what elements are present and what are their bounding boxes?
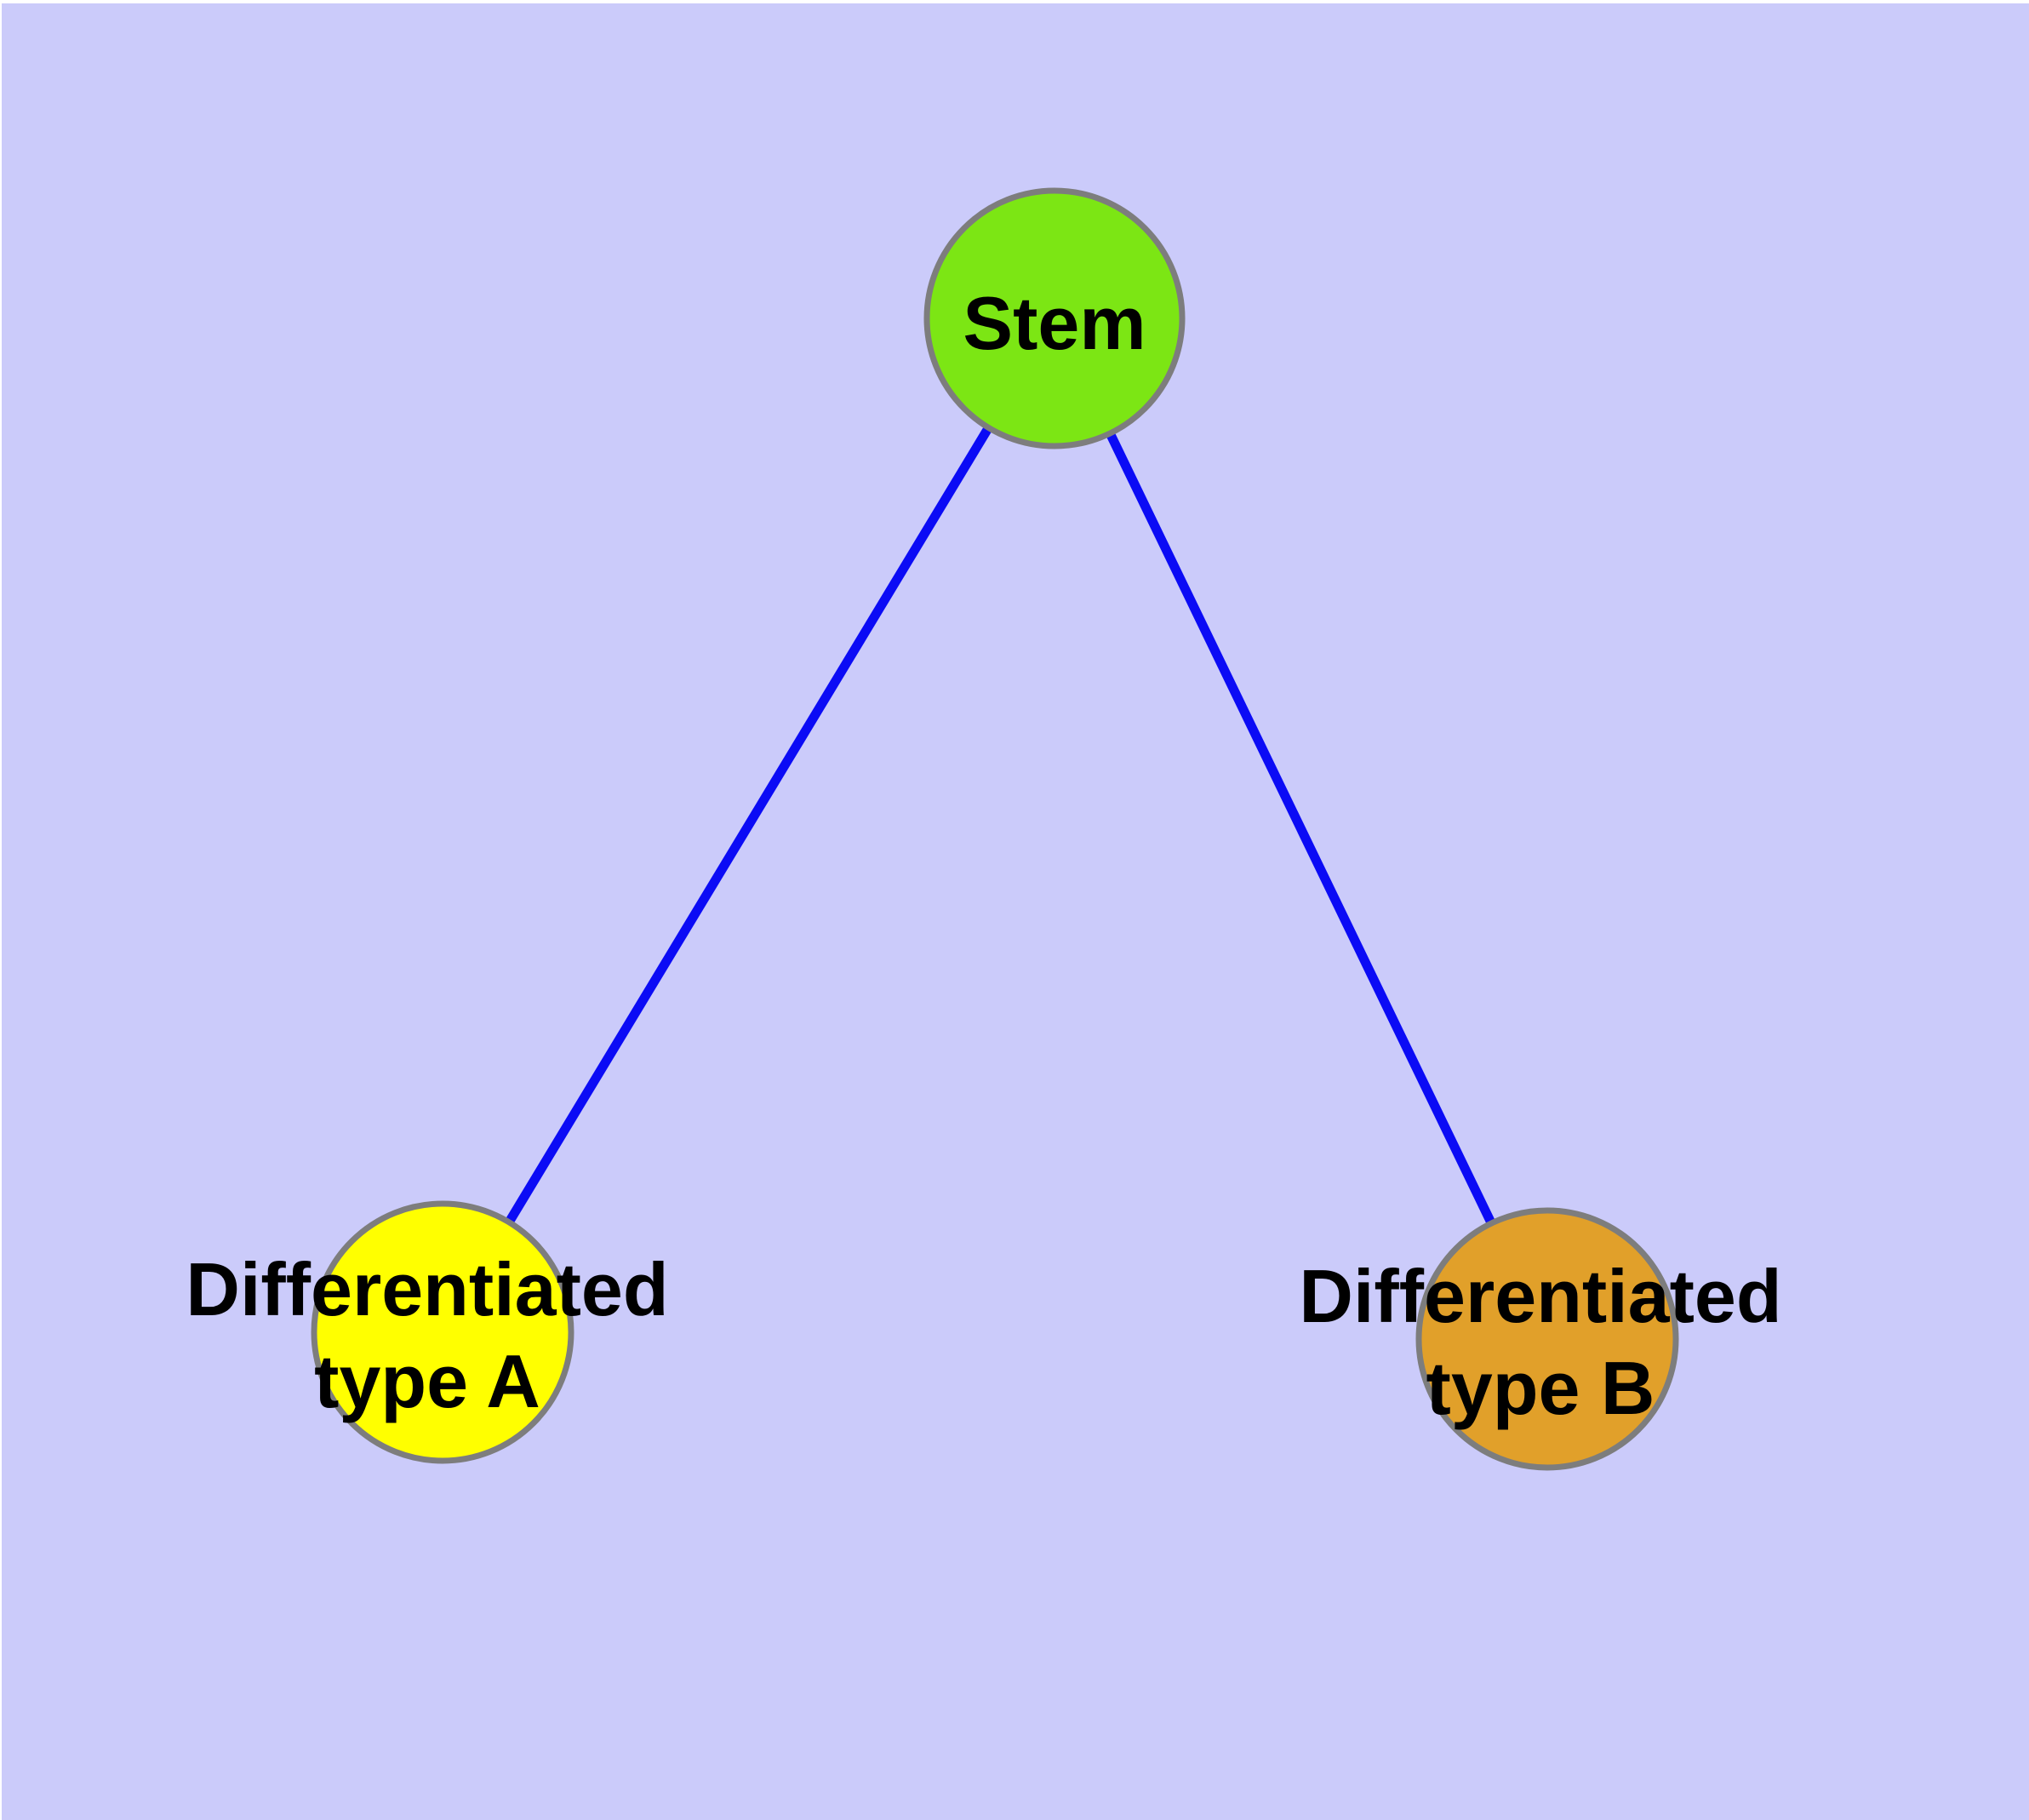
node-label-line: Differentiated [186, 1247, 668, 1331]
edge-stem-diff-b [1050, 316, 1552, 1342]
node-label-line: Differentiated [1299, 1254, 1781, 1338]
node-label-line: type A [314, 1339, 540, 1423]
node-circle-diff-a [311, 1200, 574, 1464]
node-label-stem: Stem [963, 281, 1146, 365]
node-label-line: Stem [963, 281, 1146, 365]
node-label-line: type B [1426, 1346, 1655, 1430]
node-circle-stem [923, 187, 1186, 449]
node-circle-diff-b [1415, 1207, 1679, 1471]
node-stem: Stem [923, 187, 1186, 449]
edge-stem-diff-a [438, 316, 1059, 1335]
